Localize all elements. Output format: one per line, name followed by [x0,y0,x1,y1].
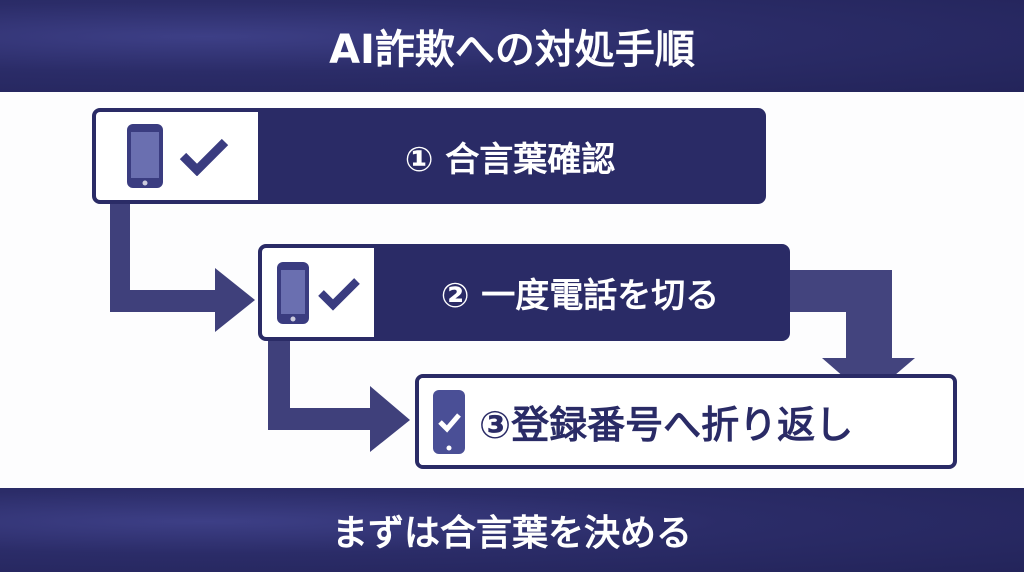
footer-banner: まずは合言葉を決める [0,488,1024,572]
step-2-label: ② 一度電話を切る [440,276,720,316]
step-2-icons [262,248,374,337]
step-3-box: ③登録番号へ折り返し [415,374,957,469]
title-banner: AI詐欺への対処手順 [0,0,1024,92]
smartphone-icon [277,261,309,324]
smartphone-icon [127,124,163,188]
arrow-step2-to-step3 [268,341,410,452]
step-1-box: ① 合言葉確認 [92,108,766,204]
checkmark-icon [318,277,360,311]
checkmark-icon [179,138,229,176]
step-1-icons [96,112,258,200]
smartphone-check-icon [433,389,465,454]
step-1-label: ① 合言葉確認 [404,139,616,180]
page-title: AI詐欺への対処手順 [329,27,695,73]
step-3-label: ③登録番号へ折り返し [479,403,854,447]
arrow-step1-to-step2 [110,204,255,332]
arrow-step2-to-step3-right [790,270,915,398]
footer-text: まずは合言葉を決める [331,513,692,554]
step-3-icons [419,378,479,465]
step-2-box: ② 一度電話を切る [258,244,790,341]
